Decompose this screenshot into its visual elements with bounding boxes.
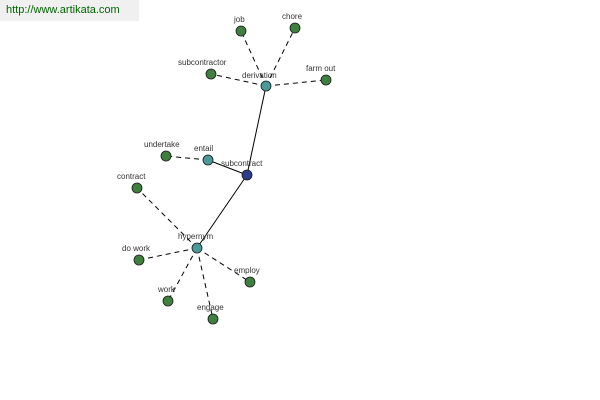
node-dot-work[interactable] — [162, 295, 174, 307]
site-url-link[interactable]: http://www.artikata.com — [0, 0, 139, 21]
edge-hypernym-work — [167, 247, 198, 302]
node-dot-derivation[interactable] — [260, 80, 272, 92]
node-job[interactable]: job — [233, 15, 247, 37]
node-dot-job[interactable] — [235, 25, 247, 37]
node-dot-chore[interactable] — [289, 22, 301, 34]
node-farm-out[interactable]: farm out — [306, 64, 336, 86]
edge-derivation-farm-out — [265, 79, 327, 87]
node-label-chore: chore — [282, 12, 303, 21]
node-do-work[interactable]: do work — [122, 244, 151, 266]
edge-hypernym-engage — [196, 247, 214, 320]
edge-layer — [136, 27, 327, 320]
edge-entail-undertake — [165, 155, 209, 161]
node-label-employ: employ — [234, 266, 260, 275]
edge-hypernym-do-work — [138, 247, 198, 261]
node-undertake[interactable]: undertake — [144, 140, 180, 162]
node-label-contract: contract — [117, 172, 146, 181]
node-label-subcontract: subcontract — [221, 159, 263, 168]
edge-derivation-chore — [265, 27, 296, 87]
node-dot-farm-out[interactable] — [320, 74, 332, 86]
node-layer: subcontract derivation entail hypernym job ch… — [117, 12, 336, 325]
node-dot-engage[interactable] — [207, 313, 219, 325]
edge-derivation-job — [240, 30, 267, 87]
node-contract[interactable]: contract — [117, 172, 146, 194]
node-dot-do-work[interactable] — [133, 254, 145, 266]
node-label-engage: engage — [197, 303, 224, 312]
node-label-subcontractor: subcontractor — [178, 58, 227, 67]
node-dot-undertake[interactable] — [160, 150, 172, 162]
edge-subcontract-entail — [207, 159, 248, 176]
node-dot-contract[interactable] — [131, 182, 143, 194]
node-label-farm-out: farm out — [306, 64, 336, 73]
node-dot-hypernym[interactable] — [191, 242, 203, 254]
node-label-entail: entail — [194, 144, 213, 153]
node-derivation[interactable]: derivation — [242, 71, 277, 92]
node-entail[interactable]: entail — [194, 144, 214, 166]
node-label-undertake: undertake — [144, 140, 180, 149]
node-label-do-work: do work — [122, 244, 151, 253]
node-work[interactable]: work — [157, 285, 176, 307]
node-subcontractor[interactable]: subcontractor — [178, 58, 227, 80]
node-engage[interactable]: engage — [197, 303, 224, 325]
node-dot-entail[interactable] — [202, 154, 214, 166]
node-dot-employ[interactable] — [244, 276, 256, 288]
edge-subcontract-hypernym — [196, 174, 248, 249]
edge-hypernym-employ — [196, 247, 251, 283]
node-dot-subcontract[interactable] — [241, 169, 253, 181]
node-subcontract[interactable]: subcontract — [221, 159, 263, 181]
node-label-hypernym: hypernym — [178, 232, 213, 241]
node-label-work: work — [157, 285, 176, 294]
edge-subcontract-derivation — [246, 85, 267, 176]
node-label-job: job — [233, 15, 245, 24]
node-label-derivation: derivation — [242, 71, 277, 80]
node-employ[interactable]: employ — [234, 266, 260, 288]
node-chore[interactable]: chore — [282, 12, 303, 34]
edge-derivation-subcontractor — [210, 73, 267, 87]
node-dot-subcontractor[interactable] — [205, 68, 217, 80]
node-hypernym[interactable]: hypernym — [178, 232, 213, 254]
